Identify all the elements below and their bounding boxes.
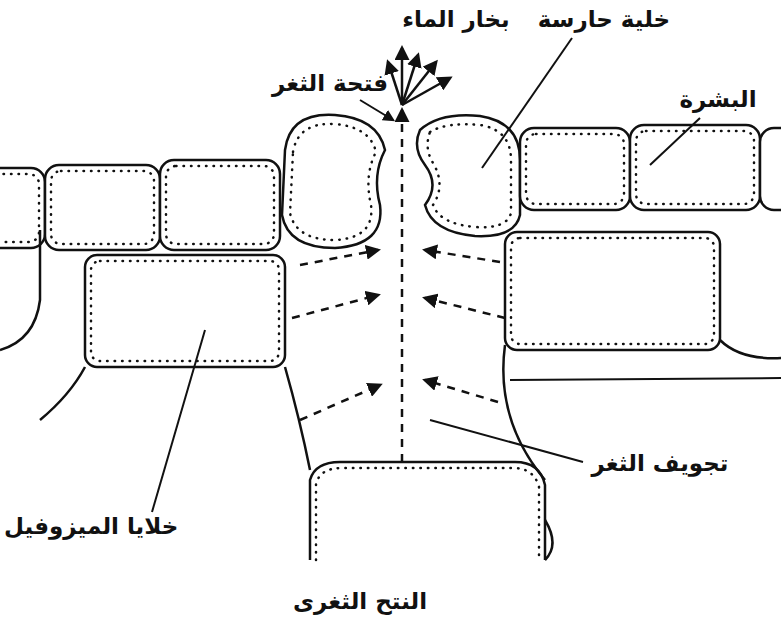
part-label: تجويف الثغر [592, 450, 729, 478]
part-label: البشرة [679, 86, 756, 114]
part-label: بخار الماء [402, 6, 509, 34]
part-label: فتحة الثغر [272, 70, 388, 98]
diagram-caption: النتح الثغرى [293, 588, 427, 616]
part-label: خلايا الميزوفيل [4, 513, 178, 541]
part-label: خلية حارسة [538, 6, 670, 34]
